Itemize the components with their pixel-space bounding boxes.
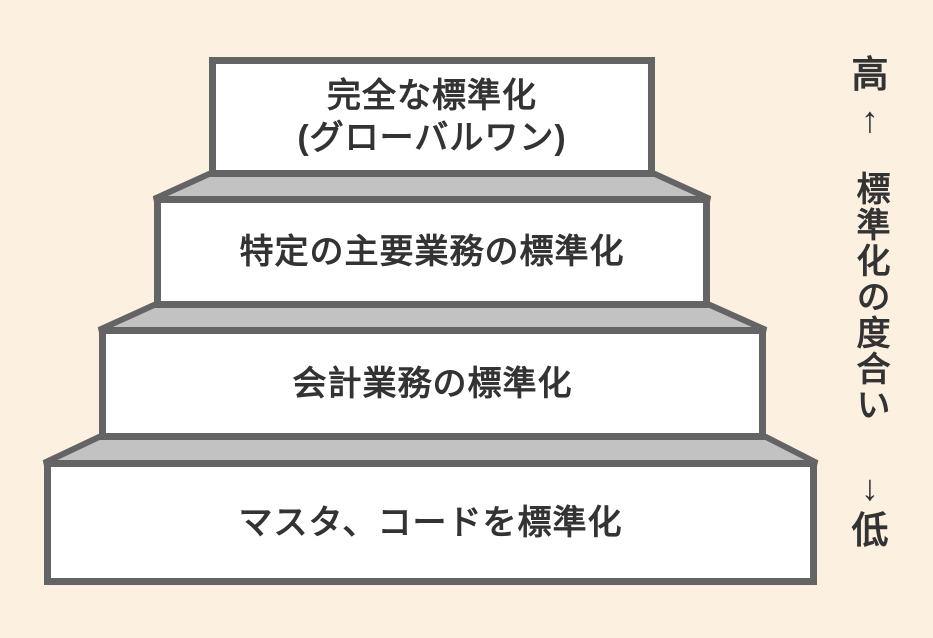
pyramid-level-2-label: 特定の主要業務の標準化 xyxy=(239,233,625,271)
axis-low-label: 低 xyxy=(851,510,889,551)
axis-high-label: 高 xyxy=(851,54,889,95)
arrow-down-icon: ↓ xyxy=(861,467,879,508)
axis-title: 標準化の度合い xyxy=(851,171,889,423)
pyramid-level-3-label: 会計業務の標準化 xyxy=(292,364,573,403)
pyramid-level-3: 会計業務の標準化 xyxy=(99,327,766,440)
pyramid-level-1: 完全な標準化 (グローバルワン) xyxy=(209,57,655,177)
pyramid-level-2: 特定の主要業務の標準化 xyxy=(154,196,710,308)
arrow-up-icon: ↑ xyxy=(861,99,879,140)
pyramid-level-1-label: 完全な標準化 (グローバルワン) xyxy=(297,77,567,157)
standardization-degree-axis: 高 ↑ 標準化の度合い ↓ 低 xyxy=(840,55,900,595)
pyramid-level-4: マスタ、コードを標準化 xyxy=(44,460,817,585)
pyramid-level-4-label: マスタ、コードを標準化 xyxy=(238,503,623,542)
